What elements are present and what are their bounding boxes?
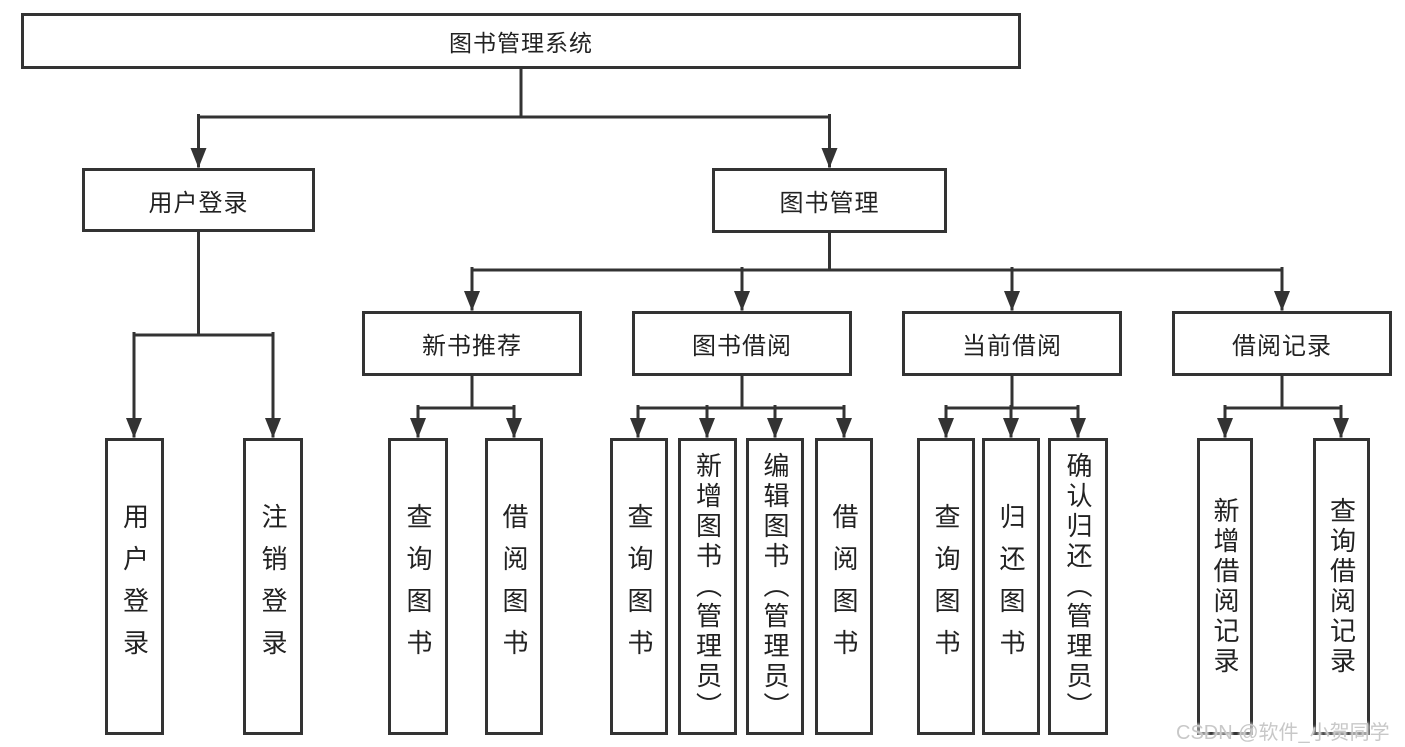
- watermark: CSDN @软件_小贺同学: [1176, 722, 1390, 744]
- node-book-management: 图书管理: [712, 168, 947, 233]
- connector-root-to-level2: [190, 67, 838, 168]
- leaf-confirm-return-admin: 确认归还（管理员）: [1048, 438, 1108, 735]
- node-new-book-recommendation: 新书推荐: [362, 311, 582, 376]
- node-label: 图书管理系统: [449, 30, 593, 56]
- node-label: 查询图书: [931, 502, 961, 671]
- node-label: 归还图书: [996, 502, 1026, 671]
- node-label: 当前借阅: [962, 333, 1062, 360]
- connector-book-management-to-level3: [464, 231, 1290, 311]
- leaf-query-books-recommend: 查询图书: [388, 438, 448, 735]
- leaf-add-books-admin: 新增图书（管理员）: [678, 438, 737, 735]
- connector-book-borrow-to-leaves: [630, 374, 852, 438]
- connector-user-login-to-leaves: [126, 230, 281, 438]
- connector-current-borrow-to-leaves: [938, 374, 1086, 438]
- leaf-query-books-borrow: 查询图书: [610, 438, 668, 735]
- leaf-query-books-current: 查询图书: [917, 438, 975, 735]
- node-label: 注销登录: [258, 502, 288, 671]
- leaf-borrow-books: 借阅图书: [815, 438, 873, 735]
- leaf-add-borrow-record: 新增借阅记录: [1197, 438, 1253, 735]
- node-label: 编辑图书（管理员）: [760, 451, 790, 722]
- leaf-borrow-books-recommend: 借阅图书: [485, 438, 543, 735]
- node-label: 新增借阅记录: [1210, 496, 1240, 677]
- leaf-edit-books-admin: 编辑图书（管理员）: [746, 438, 804, 735]
- node-label: 查询图书: [403, 502, 433, 671]
- node-library-management-system: 图书管理系统: [21, 13, 1021, 69]
- node-label: 新增图书（管理员）: [692, 451, 723, 722]
- node-label: 借阅图书: [829, 502, 859, 671]
- connector-borrow-records-to-leaves: [1217, 374, 1349, 438]
- node-label: 借阅记录: [1232, 333, 1332, 360]
- node-label: 查询图书: [624, 502, 654, 671]
- leaf-return-books: 归还图书: [982, 438, 1040, 735]
- node-borrowing-records: 借阅记录: [1172, 311, 1392, 376]
- node-label: 查询借阅记录: [1326, 496, 1357, 677]
- connector-new-book-rec-to-leaves: [410, 374, 522, 438]
- node-label: 用户登录: [119, 502, 150, 671]
- node-label: 确认归还（管理员）: [1063, 451, 1093, 722]
- node-label: 图书管理: [779, 190, 880, 217]
- node-label: 借阅图书: [499, 502, 529, 671]
- leaf-query-borrow-record: 查询借阅记录: [1313, 438, 1370, 735]
- leaf-user-login: 用户登录: [105, 438, 164, 735]
- node-book-borrowing: 图书借阅: [632, 311, 852, 376]
- node-label: 新书推荐: [422, 333, 522, 360]
- node-user-login-branch: 用户登录: [82, 168, 315, 232]
- node-current-borrowing: 当前借阅: [902, 311, 1122, 376]
- node-label: 用户登录: [148, 189, 249, 217]
- node-label: 图书借阅: [692, 333, 792, 360]
- leaf-logout: 注销登录: [243, 438, 303, 735]
